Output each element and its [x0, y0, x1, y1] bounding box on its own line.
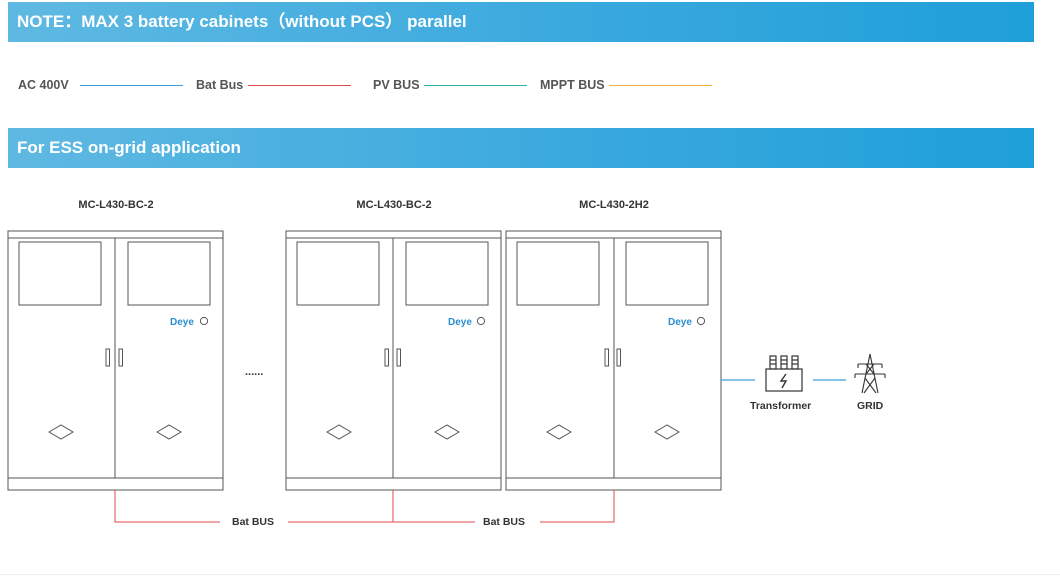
- legend-line-pvbus: [424, 85, 527, 86]
- handle-icon: [604, 348, 609, 367]
- vent-icon: [156, 424, 182, 440]
- bat-bus-lines: [114, 490, 615, 523]
- grid-tower-icon: [854, 353, 886, 394]
- handle-icon: [118, 348, 123, 367]
- handle-icon: [616, 348, 621, 367]
- legend-line-ac: [80, 85, 183, 86]
- legend-line-batbus: [248, 85, 351, 86]
- battery-cabinet-2: [285, 230, 502, 491]
- cabinet-title-3: MC-L430-2H2: [579, 199, 649, 211]
- grid-label: GRID: [857, 400, 884, 412]
- legend-label-ac: AC 400V: [18, 78, 69, 92]
- bat-bus-label-2: Bat BUS: [483, 516, 526, 528]
- vent-icon: [48, 424, 74, 440]
- ellipsis: ......: [245, 366, 263, 378]
- legend-label-mpptbus: MPPT BUS: [540, 78, 605, 92]
- deye-logo-3: Deye: [668, 316, 706, 328]
- vent-icon: [546, 424, 572, 440]
- deye-logo-1: Deye: [170, 316, 209, 328]
- bat-bus-label-1: Bat BUS: [232, 516, 275, 528]
- battery-cabinet-1: [7, 230, 224, 491]
- vent-icon: [434, 424, 460, 440]
- legend-line-mpptbus: [609, 85, 712, 86]
- handle-icon: [384, 348, 389, 367]
- svg-text:Deye: Deye: [668, 317, 692, 328]
- svg-text:Deye: Deye: [170, 317, 194, 328]
- vent-icon: [654, 424, 680, 440]
- transformer-icon: [765, 355, 803, 392]
- section-title: For ESS on-grid application: [17, 138, 241, 157]
- cabinet-title-2: MC-L430-BC-2: [356, 199, 432, 211]
- vent-icon: [326, 424, 352, 440]
- battery-cabinet-3: [505, 230, 722, 491]
- transformer-label: Transformer: [750, 400, 812, 412]
- deye-logo-2: Deye: [448, 316, 486, 328]
- handle-icon: [396, 348, 401, 367]
- cabinet-title-1: MC-L430-BC-2: [78, 199, 154, 211]
- note-banner: NOTE：MAX 3 battery cabinets（without PCS）…: [8, 2, 1034, 42]
- note-text: NOTE：MAX 3 battery cabinets（without PCS）…: [17, 12, 467, 31]
- legend-label-batbus: Bat Bus: [196, 78, 244, 92]
- footer-divider: [0, 574, 1060, 575]
- section-banner: For ESS on-grid application: [8, 128, 1034, 168]
- handle-icon: [105, 348, 110, 367]
- svg-text:Deye: Deye: [448, 317, 472, 328]
- legend-label-pvbus: PV BUS: [373, 78, 420, 92]
